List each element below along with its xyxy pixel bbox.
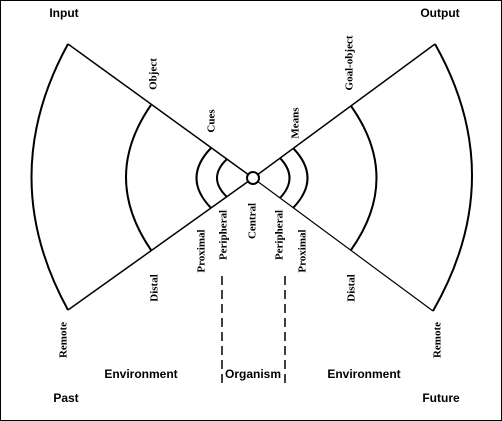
left-remote-arc xyxy=(30,43,69,311)
left-distal-label: Distal xyxy=(149,274,161,302)
means-label: Means xyxy=(290,107,302,139)
right-distal-label: Distal xyxy=(346,274,358,302)
right-remote-arc xyxy=(432,43,473,312)
right-distal-arc xyxy=(350,105,378,251)
right-lower-ray xyxy=(252,177,434,312)
right-upper-ray xyxy=(252,43,436,179)
right-proximal-arc xyxy=(292,147,309,209)
environment-left-label: Environment xyxy=(104,367,177,381)
goal-object-label: Goal-object xyxy=(344,35,356,90)
left-proximal-label: Proximal xyxy=(196,229,208,272)
left-peripheral-arc xyxy=(216,158,228,198)
left-proximal-arc xyxy=(195,147,212,209)
central-label: Central xyxy=(247,203,259,239)
future-label: Future xyxy=(422,391,460,405)
left-remote-label: Remote xyxy=(58,322,70,358)
object-label: Object xyxy=(148,58,160,90)
organism-label: Organism xyxy=(225,367,281,381)
cues-label: Cues xyxy=(206,109,218,133)
right-peripheral-arc xyxy=(279,157,291,199)
past-label: Past xyxy=(53,391,78,405)
right-remote-label: Remote xyxy=(432,322,444,358)
environment-right-label: Environment xyxy=(327,367,400,381)
left-lower-ray xyxy=(67,177,254,311)
right-proximal-label: Proximal xyxy=(297,229,309,272)
right-peripheral-label: Peripheral xyxy=(274,210,286,260)
input-label: Input xyxy=(49,6,78,20)
left-peripheral-label: Peripheral xyxy=(218,210,230,260)
output-label: Output xyxy=(420,6,459,20)
left-upper-ray xyxy=(67,43,254,179)
central-node xyxy=(246,171,260,185)
left-distal-arc xyxy=(125,104,152,251)
